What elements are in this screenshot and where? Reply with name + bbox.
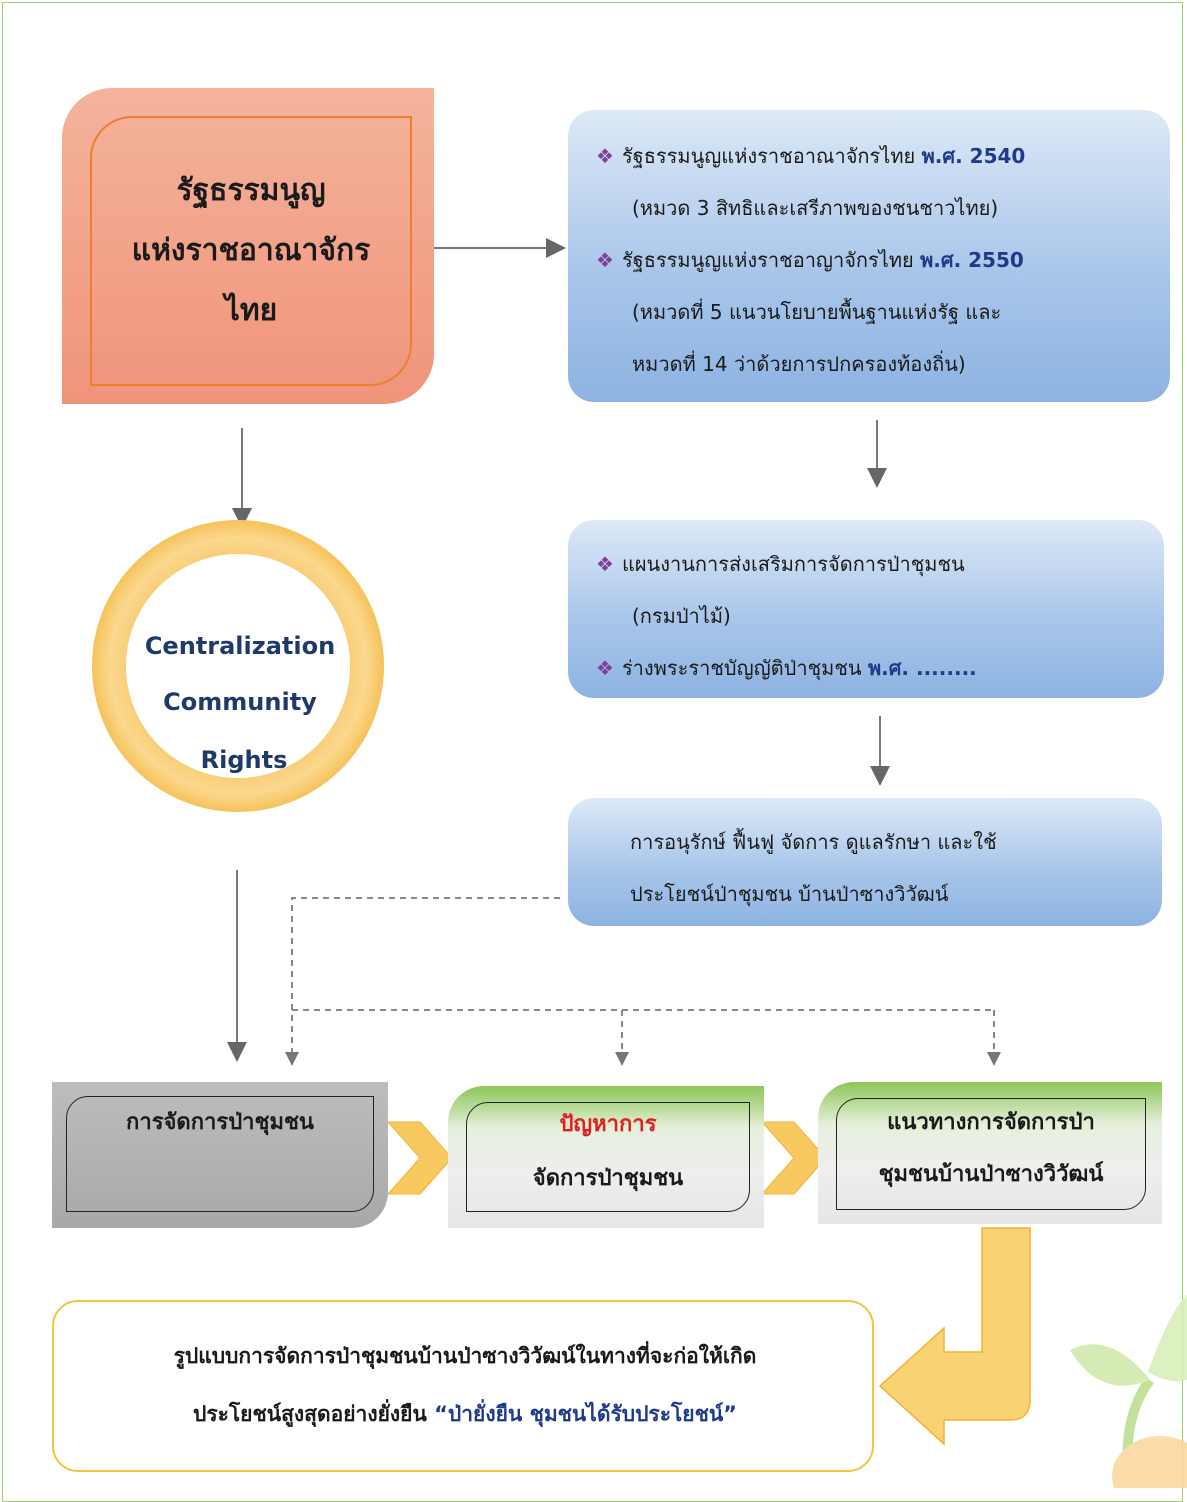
plans-item1: ❖ แผนงานการส่งเสริมการจัดการป่าชุมชน <box>596 548 965 580</box>
constitution-title: รัฐธรรมนูญ แห่งราชอาณาจักร ไทย <box>90 116 412 386</box>
ring-line2: Community <box>163 688 317 716</box>
dashed-connectors <box>291 897 995 1052</box>
process-box-management-frame <box>66 1096 374 1212</box>
conservation-line1: การอนุรักษ์ ฟื้นฟู จัดการ ดูแลรักษา และใ… <box>630 830 997 854</box>
result-box: รูปแบบการจัดการป่าชุมชนบ้านป่าซางวิวัฒน์… <box>52 1300 874 1472</box>
laws-item1: ❖ รัฐธรรมนูญแห่งราชอาณาจักรไทย พ.ศ. 2540 <box>596 140 1025 172</box>
diamond-bullet-icon: ❖ <box>596 248 614 272</box>
laws-item2-detail: (หมวดที่ 5 แนวนโยบายพื้นฐานแห่งรัฐ และ <box>632 300 1002 324</box>
process-box3-line2: ชุมชนบ้านป่าซางวิวัฒน์ <box>878 1162 1104 1187</box>
diamond-bullet-icon: ❖ <box>596 656 614 680</box>
diamond-bullet-icon: ❖ <box>596 144 614 168</box>
plans-item2: ❖ ร่างพระราชบัญญัติป่าชุมชน พ.ศ. ........ <box>596 652 977 684</box>
conservation-box: การอนุรักษ์ ฟื้นฟู จัดการ ดูแลรักษา และใ… <box>568 798 1162 926</box>
plans-item2-year: พ.ศ. ........ <box>867 656 977 680</box>
plans-item1-text: แผนงานการส่งเสริมการจัดการป่าชุมชน <box>621 552 965 576</box>
process-box-guidelines-frame <box>836 1098 1146 1210</box>
chevron-right-icon <box>760 1121 827 1195</box>
plans-item1-detail: (กรมป่าไม้) <box>632 604 731 628</box>
chevron-right-icon <box>386 1121 453 1195</box>
result-line2-text: ประโยชน์สูงสุดอย่างยั่งยืน <box>193 1402 435 1426</box>
process-box2-label: จัดการป่าชุมชน <box>532 1166 684 1191</box>
process-box1-label: การจัดการป่าชุมชน <box>126 1110 314 1135</box>
result-line1: รูปแบบการจัดการป่าชุมชนบ้านป่าซางวิวัฒน์… <box>173 1344 757 1368</box>
laws-item1-year: พ.ศ. 2540 <box>921 144 1026 168</box>
laws-item1-detail: (หมวด 3 สิทธิและเสรีภาพของชนชาวไทย) <box>632 196 999 220</box>
process-box-guidelines <box>818 1082 1162 1224</box>
ring-center <box>126 554 350 778</box>
constitution-line1: รัฐธรรมนูญ <box>176 173 326 208</box>
bent-arrow-icon <box>878 1227 1031 1446</box>
process-box-problems-frame <box>466 1102 750 1212</box>
result-line2: ประโยชน์สูงสุดอย่างยั่งยืน “ป่ายั่งยืน ช… <box>54 1398 876 1431</box>
constitution-line3: ไทย <box>224 293 278 328</box>
laws-item2-year: พ.ศ. 2550 <box>920 248 1024 272</box>
plans-item2-text: ร่างพระราชบัญญัติป่าชุมชน <box>621 656 868 680</box>
process-box-problems <box>448 1086 764 1228</box>
result-slogan: “ป่ายั่งยืน ชุมชนได้รับประโยชน์” <box>434 1402 737 1426</box>
conservation-line2: ประโยชน์ป่าชุมชน บ้านป่าซางวิวัฒน์ <box>630 882 949 906</box>
process-box3-line1: แนวทางการจัดการป่า <box>887 1110 1095 1135</box>
laws-item2-text: รัฐธรรมนูญแห่งราชอาญาจักรไทย <box>621 248 921 272</box>
diamond-bullet-icon: ❖ <box>596 552 614 576</box>
laws-item2-detail2: หมวดที่ 14 ว่าด้วยการปกครองท้องถิ่น) <box>632 352 966 376</box>
ring-line3: Rights <box>200 746 288 774</box>
plans-box: ❖ แผนงานการส่งเสริมการจัดการป่าชุมชน (กรม… <box>568 520 1164 698</box>
ring-line1: Centralization <box>144 632 336 660</box>
process-box2-title: ปัญหาการ <box>559 1112 657 1137</box>
laws-item1-text: รัฐธรรมนูญแห่งราชอาณาจักรไทย <box>621 144 922 168</box>
constitution-line2: แห่งราชอาณาจักร <box>131 233 371 268</box>
sprout-icon <box>1070 1295 1187 1488</box>
process-box-management <box>52 1082 388 1228</box>
laws-item2: ❖ รัฐธรรมนูญแห่งราชอาญาจักรไทย พ.ศ. 2550 <box>596 244 1024 276</box>
laws-box: ❖รัฐธรรมนูญแห่งราชอาณาจักรไทย พ.ศ. 2540 … <box>568 110 1170 402</box>
